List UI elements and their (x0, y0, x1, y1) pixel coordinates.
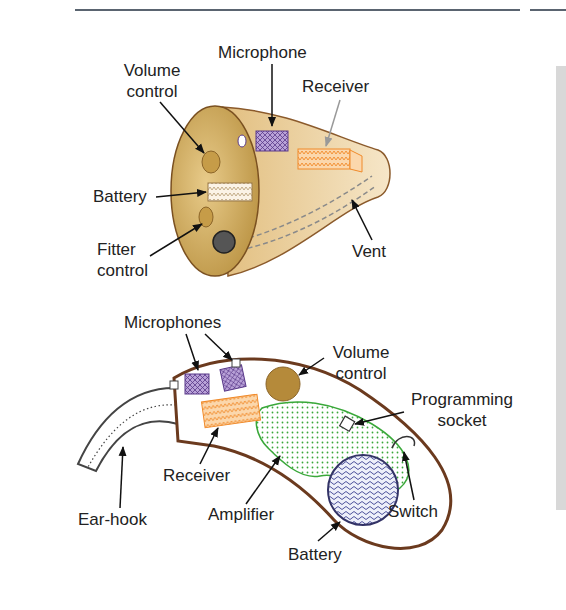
part-label: Vent (352, 241, 412, 262)
part-label: Microphones (124, 312, 254, 333)
part-label: Switch (388, 501, 468, 522)
part-label: Battery (93, 186, 173, 207)
part-label: Ear-hook (78, 509, 178, 530)
part-label: Volume control (112, 60, 192, 102)
part-label: Receiver (163, 465, 263, 486)
part-label: Amplifier (208, 504, 308, 525)
part-label: Fitter control (97, 239, 163, 281)
part-label: Programming socket (398, 389, 526, 431)
part-label: Volume control (322, 342, 400, 384)
part-label: Receiver (302, 76, 402, 97)
part-label: Microphone (218, 42, 338, 63)
part-label: Battery (288, 544, 378, 565)
